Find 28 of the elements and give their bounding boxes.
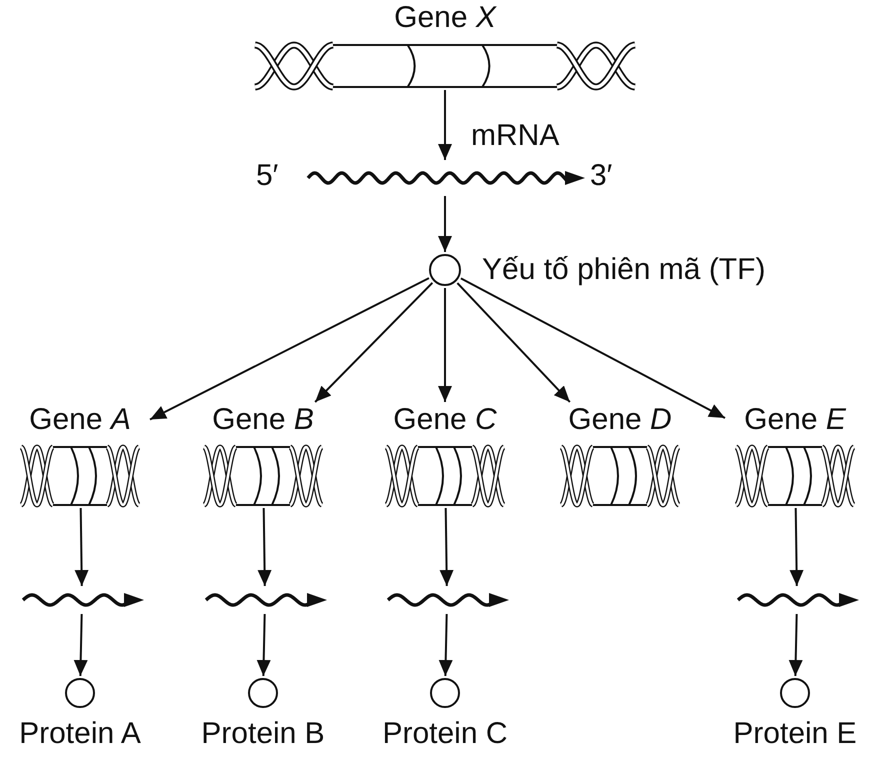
arrow xyxy=(150,277,430,420)
node-label: Protein B xyxy=(201,716,325,752)
node-label: Protein C xyxy=(382,716,508,752)
arrow xyxy=(438,90,452,160)
node-label: Protein E xyxy=(733,716,857,752)
arrow xyxy=(314,282,434,403)
arrow xyxy=(790,508,804,586)
node-label: 5′ xyxy=(256,158,278,194)
arrow xyxy=(440,508,454,586)
arrow xyxy=(256,614,271,676)
arrow xyxy=(788,614,803,676)
node-label: 3′ xyxy=(590,158,612,194)
gene-label: Gene C xyxy=(392,402,498,438)
arrow xyxy=(456,282,571,403)
arrow xyxy=(74,508,89,586)
arrow xyxy=(74,614,88,676)
arrow xyxy=(438,614,453,676)
node-label: Yếu tố phiên mã (TF) xyxy=(482,252,766,288)
arrow xyxy=(258,508,272,586)
gene-label: Gene D xyxy=(567,402,673,438)
arrow xyxy=(460,278,726,419)
gene-label: Gene A xyxy=(28,402,132,438)
gene-label: Gene B xyxy=(211,402,315,438)
arrow xyxy=(438,196,452,252)
arrow xyxy=(438,288,452,402)
node-label: Protein A xyxy=(19,716,141,752)
gene-label: Gene X xyxy=(393,0,498,36)
gene-label: Gene E xyxy=(743,402,848,438)
